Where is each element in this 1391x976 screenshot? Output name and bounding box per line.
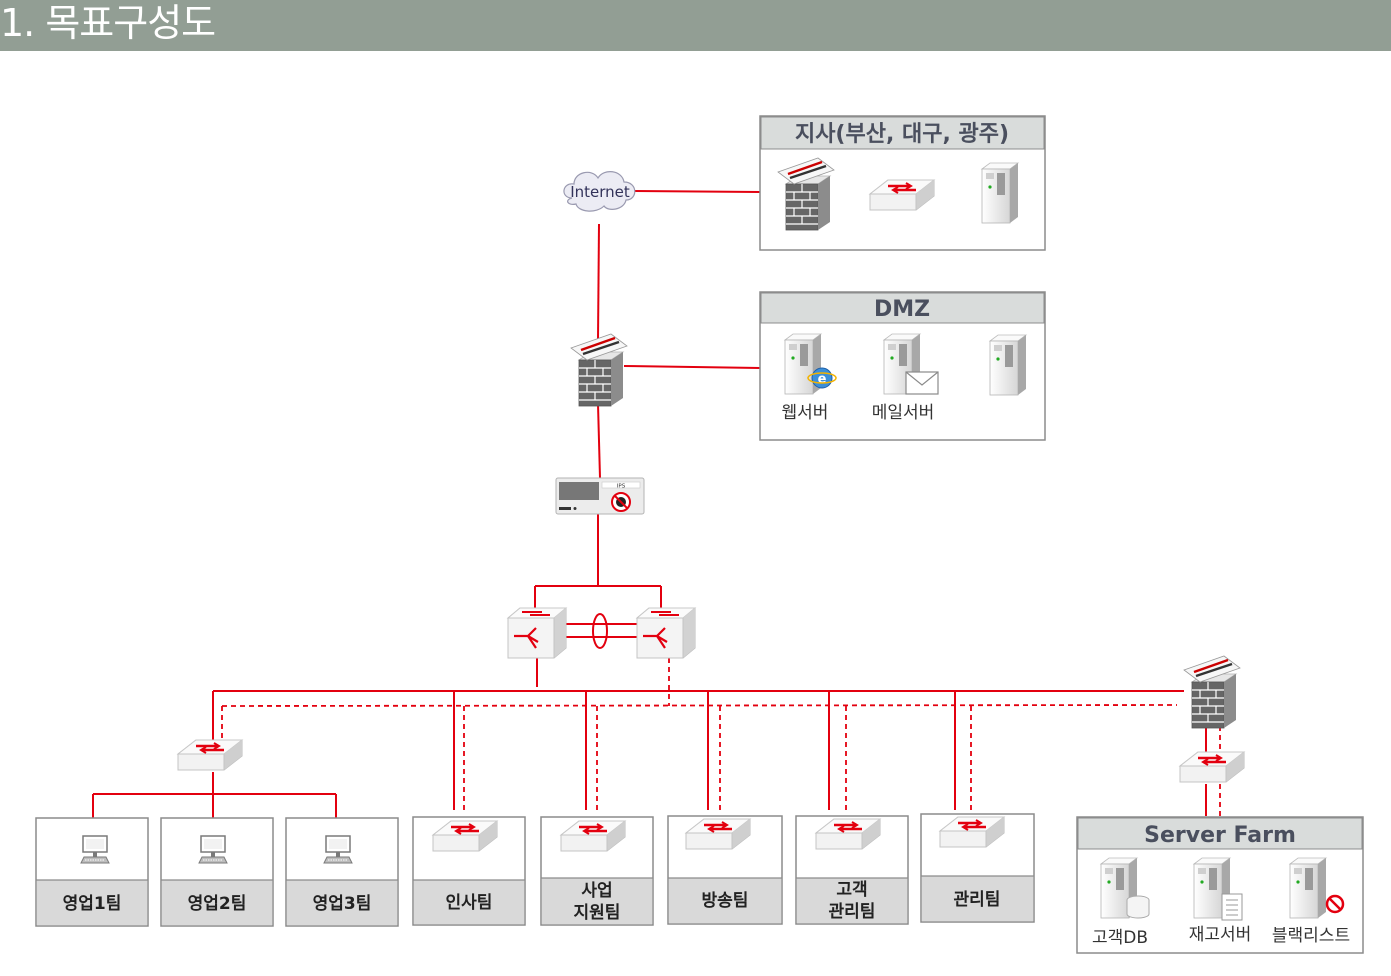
customer-db-label: 고객DB: [1092, 928, 1148, 948]
team-box-sales3: 영업3팀: [285, 817, 399, 927]
core-router-left-icon: [506, 606, 568, 660]
page-header: 1. 목표구성도: [0, 0, 1391, 51]
branch-panel-title: 지사(부산, 대구, 광주): [795, 122, 1009, 147]
web-server-icon: e: [784, 333, 837, 395]
team-label: 관리팀: [954, 890, 1001, 910]
server-farm-firewall-icon: [1182, 654, 1242, 730]
team-box-broadcast: 방송팀: [667, 815, 783, 925]
server-farm-panel: Server Farm 고객DB 재고서버 블랙리스트: [1076, 816, 1364, 954]
network-links: [92, 190, 1207, 838]
internet-cloud: Internet: [563, 171, 636, 212]
team-label: 영업2팀: [188, 894, 247, 914]
team-box-sales2: 영업2팀: [160, 817, 274, 927]
mail-server-icon: [883, 333, 939, 395]
team-box-biz-support: 사업 지원팀: [540, 816, 654, 926]
team-box-hr: 인사팀: [412, 816, 526, 926]
ips-device-icon: IPS: [555, 477, 645, 515]
branch-server-icon: [981, 162, 1019, 224]
web-server-label: 웹서버: [782, 403, 829, 423]
core-router-right-icon: [635, 606, 697, 660]
blacklist-label: 블랙리스트: [1272, 926, 1350, 946]
page-title: 1. 목표구성도: [0, 1, 216, 45]
inventory-server-label: 재고서버: [1189, 925, 1252, 945]
internet-label: Internet: [570, 183, 630, 201]
ips-label: IPS: [617, 484, 626, 490]
team-label-line2: 관리팀: [829, 902, 876, 922]
team-label-line2: 지원팀: [574, 903, 621, 923]
team-label: 영업1팀: [63, 894, 122, 914]
team-label: 영업3팀: [313, 894, 372, 914]
team-label-line1: 고객: [836, 880, 867, 900]
main-firewall-icon: [569, 332, 629, 408]
team-label: 방송팀: [702, 891, 749, 911]
dmz-panel: DMZ e 웹서버 메일서버: [759, 291, 1046, 441]
server-farm-switch-icon: [1178, 750, 1246, 784]
blacklist-icon: [1289, 857, 1345, 919]
branch-firewall-icon: [776, 156, 836, 232]
mail-server-label: 메일서버: [872, 403, 935, 423]
team-label-line1: 사업: [581, 881, 612, 901]
svg-text:e: e: [818, 372, 827, 387]
team-box-admin: 관리팀: [920, 813, 1035, 923]
team-box-customer-mgmt: 고객 관리팀: [795, 815, 909, 925]
branch-panel: 지사(부산, 대구, 광주): [759, 115, 1046, 251]
backup-links: [221, 658, 1221, 816]
dmz-server-icon: [989, 334, 1027, 396]
pc-icon: [80, 835, 110, 864]
pc-icon: [323, 835, 353, 864]
dmz-panel-title: DMZ: [874, 297, 930, 322]
inventory-server-icon: [1193, 857, 1243, 921]
team-label: 인사팀: [446, 893, 493, 913]
customer-db-icon: [1100, 857, 1150, 919]
server-farm-title: Server Farm: [1144, 823, 1296, 848]
team-box-sales1: 영업1팀: [35, 817, 149, 927]
sales-switch-icon: [176, 738, 244, 772]
pc-icon: [198, 835, 228, 864]
